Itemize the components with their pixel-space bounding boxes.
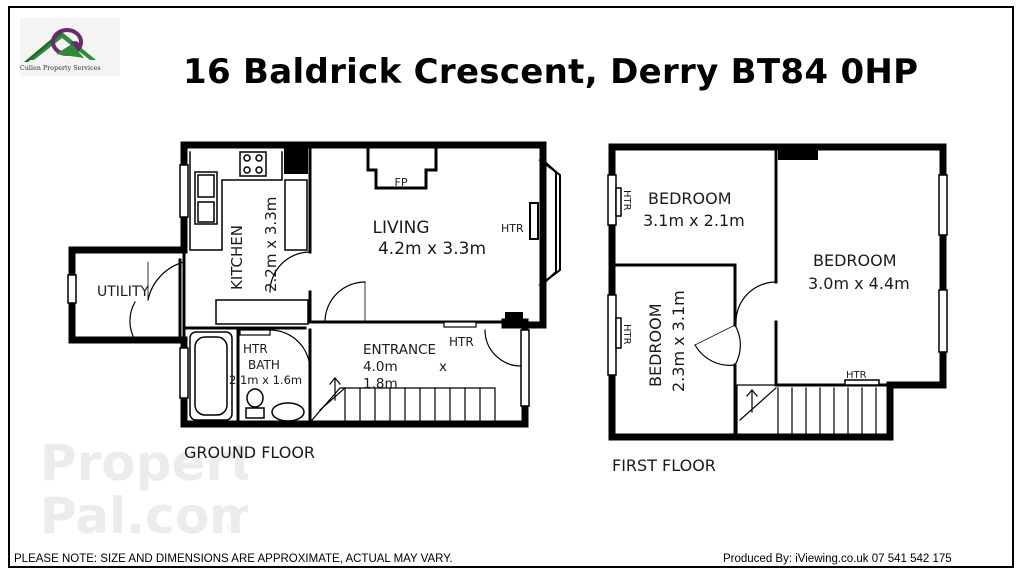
bedroom3-heater-label: HTR: [621, 324, 632, 345]
entrance-size-b: 1.8m: [363, 376, 398, 392]
entrance-size-a: 4.0m: [363, 359, 398, 375]
disclaimer-note: PLEASE NOTE: SIZE AND DIMENSIONS ARE APP…: [14, 553, 453, 565]
ground-floor-doors: [129, 251, 522, 371]
bedroom2-window-top: [938, 174, 948, 236]
first-floor-label: FIRST FLOOR: [612, 456, 716, 475]
entrance-label: ENTRANCE: [363, 342, 436, 358]
kitchen-fixtures: [189, 151, 309, 325]
bath-heater-label: HTR: [243, 342, 268, 356]
ground-floor-stairs: [311, 377, 496, 421]
bedroom3-size: 2.3m x 3.1m: [669, 290, 688, 392]
entrance-heater-label: HTR: [449, 335, 474, 349]
company-logo: [20, 18, 120, 76]
produced-by-credit: Produced By: iViewing.co.uk 07 541 542 1…: [723, 553, 952, 565]
entrance-size-x: x: [439, 359, 447, 375]
bedroom3-label: BEDROOM: [646, 303, 665, 387]
page-frame: [8, 6, 1014, 568]
kitchen-label: KITCHEN: [228, 225, 246, 290]
logo-roof-icon: [28, 32, 96, 60]
bedroom2-size: 3.0m x 4.4m: [808, 274, 910, 293]
living-size: 4.2m x 3.3m: [378, 239, 486, 259]
bedroom1-label: BEDROOM: [648, 189, 732, 208]
bedroom2-window-bottom: [938, 289, 948, 353]
bedroom1-size: 3.1m x 2.1m: [643, 211, 745, 230]
kitchen-window: [179, 164, 189, 218]
kitchen-size: 2.2m x 3.3m: [262, 197, 280, 292]
bedroom1-heater-label: HTR: [621, 190, 632, 211]
bath-size: 2.1m x 1.6m: [229, 373, 302, 387]
bath-window: [179, 347, 189, 399]
bedroom1-window: [607, 174, 617, 226]
bedroom2-heater-label: HTR: [846, 370, 867, 381]
entrance-window: [520, 329, 530, 407]
bath-label: BATH: [248, 358, 280, 372]
watermark-line1: Property: [40, 434, 248, 492]
ground-floor-label: GROUND FLOOR: [184, 443, 315, 462]
living-label: LIVING: [372, 218, 429, 238]
utility-window: [67, 274, 77, 304]
watermark-tm: TM: [225, 525, 239, 535]
bedroom3-window: [607, 294, 617, 376]
page-title: 16 Baldrick Crescent, Derry BT84 0HP: [183, 52, 919, 92]
watermark-line2: Pal.com: [40, 487, 248, 543]
living-heater-label: HTR: [501, 222, 524, 235]
bedroom2-label: BEDROOM: [813, 251, 897, 270]
bath-fixtures: [189, 331, 305, 422]
first-floor-doors: [694, 281, 777, 366]
utility-label: UTILITY: [97, 284, 149, 300]
fireplace-label: FP: [395, 176, 408, 189]
living-bay-window: [529, 158, 561, 287]
propertypal-watermark: Property Pal.com TM: [40, 434, 248, 543]
fireplace: [366, 146, 438, 190]
logo-text: Cullen Property Services: [20, 65, 101, 72]
first-floor-stairs: [736, 384, 877, 435]
